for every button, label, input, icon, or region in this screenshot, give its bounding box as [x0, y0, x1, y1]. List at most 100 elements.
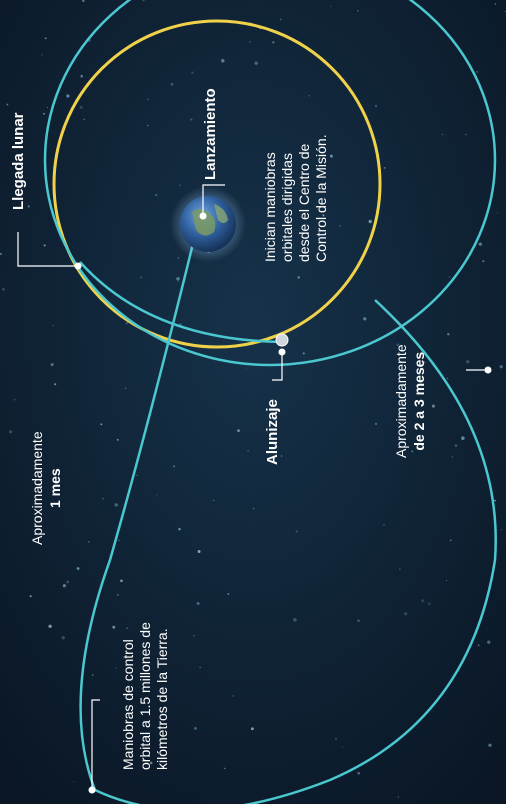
star	[114, 503, 118, 507]
iniciativa-line: desde el Centro de	[296, 143, 312, 262]
star	[252, 507, 255, 510]
star	[112, 625, 116, 629]
star	[46, 106, 49, 109]
star	[66, 580, 70, 584]
star	[487, 640, 491, 644]
star	[27, 205, 30, 208]
star	[449, 539, 452, 542]
star	[178, 527, 181, 531]
star	[79, 105, 83, 109]
star	[212, 499, 215, 502]
star	[197, 550, 201, 553]
star	[465, 134, 467, 136]
star	[329, 154, 333, 158]
maniobras-line: kilómetros de la Tierra.	[154, 628, 170, 770]
star	[411, 450, 414, 453]
star	[73, 781, 75, 783]
star	[357, 771, 360, 775]
star	[118, 539, 120, 542]
star	[375, 105, 377, 107]
star	[374, 422, 378, 426]
star	[176, 277, 180, 281]
star	[500, 529, 502, 531]
star	[251, 727, 254, 731]
star	[147, 124, 149, 127]
iniciativa-line: Inician maniobras	[262, 152, 278, 262]
star	[210, 91, 214, 94]
star	[227, 593, 230, 595]
maniobras-dot	[88, 786, 96, 794]
star	[478, 242, 482, 246]
star	[124, 387, 127, 389]
star	[383, 524, 385, 526]
star	[177, 257, 180, 259]
star	[140, 276, 142, 279]
star	[499, 365, 503, 369]
star	[190, 118, 193, 121]
aprox-2a3-line1: Aproximadamente	[393, 344, 409, 458]
star	[447, 333, 450, 336]
star	[0, 252, 2, 255]
aprox-2a3-dot	[484, 366, 492, 374]
star	[196, 601, 200, 606]
star	[38, 483, 42, 487]
star	[254, 61, 258, 65]
star	[116, 438, 119, 441]
star	[156, 494, 158, 496]
star	[221, 58, 225, 63]
star	[81, 0, 85, 3]
star	[339, 225, 341, 227]
star	[149, 761, 153, 765]
star	[54, 383, 57, 386]
star	[461, 436, 465, 440]
star	[466, 360, 470, 364]
star	[147, 98, 149, 101]
star	[62, 584, 67, 588]
star	[494, 499, 496, 502]
star	[43, 112, 46, 115]
star	[199, 666, 201, 669]
star	[2, 288, 5, 291]
lunar-arrival-arc	[79, 261, 283, 344]
moon-marker	[275, 333, 289, 347]
star	[102, 498, 104, 500]
maniobras-leader	[91, 699, 100, 790]
star	[115, 667, 118, 669]
star	[191, 71, 194, 74]
star	[116, 594, 119, 596]
star	[249, 40, 251, 43]
star	[29, 595, 32, 598]
star	[448, 276, 451, 278]
star	[87, 541, 90, 543]
star	[246, 368, 247, 370]
star	[83, 118, 85, 121]
alunizaje-dot	[278, 348, 286, 356]
star	[445, 579, 448, 581]
star	[494, 3, 497, 5]
star	[179, 184, 181, 187]
star	[155, 193, 158, 197]
aprox-1mes-line1: Aproximadamente	[29, 431, 45, 545]
llegada-lunar-dot	[74, 262, 82, 270]
star	[194, 727, 197, 730]
label-lanzamiento: Lanzamiento	[202, 88, 219, 180]
iniciativa-line: Control de la Misión.	[313, 134, 329, 262]
label-llegada-lunar: Llegada lunar	[10, 112, 27, 210]
star	[441, 133, 443, 135]
star	[363, 317, 367, 321]
star	[91, 674, 94, 676]
star	[368, 219, 372, 224]
star	[13, 398, 16, 401]
maniobras-line: Maniobras de control	[120, 639, 136, 770]
star	[126, 627, 129, 630]
star	[357, 619, 360, 623]
star	[482, 260, 485, 263]
label-iniciativa: Inician maniobras orbitales dirigidas de…	[262, 134, 330, 262]
label-alunizaje: Alunizaje	[264, 399, 281, 465]
lanzamiento-leader	[202, 184, 225, 216]
star	[423, 361, 426, 364]
star	[247, 450, 249, 452]
star	[50, 363, 54, 367]
